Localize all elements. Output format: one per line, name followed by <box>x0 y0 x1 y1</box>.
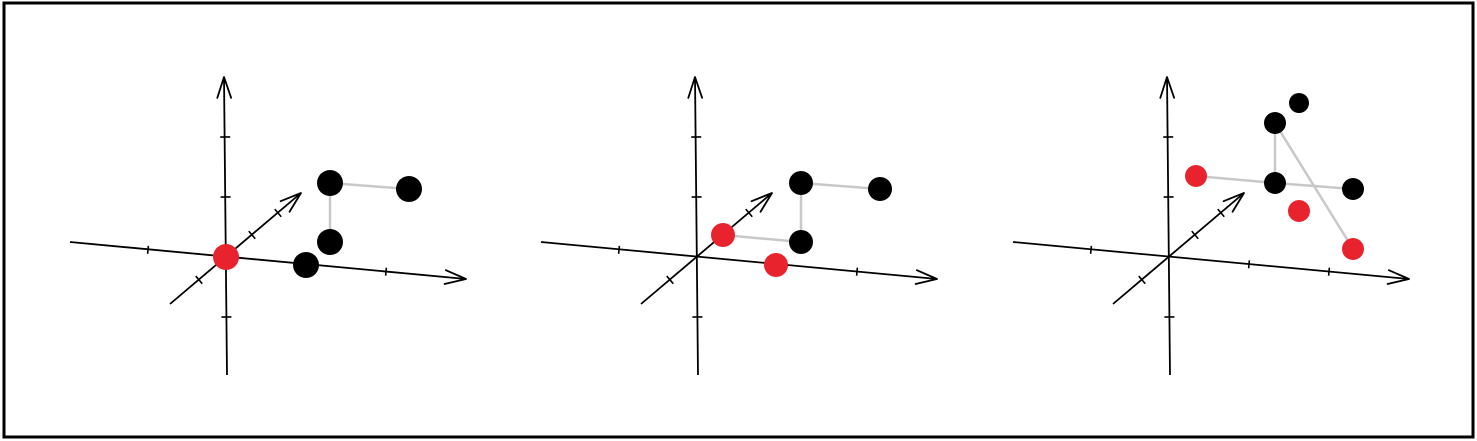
panel-2-point-p3 <box>789 230 813 254</box>
panel-2-point-p4 <box>789 171 813 195</box>
panel-1-x-tick-2 <box>384 267 388 276</box>
panel-2-y-axis-arrow <box>687 76 704 99</box>
panel-2-y-axis <box>694 76 699 376</box>
panel-3-point-p1 <box>1185 165 1207 187</box>
panel-1-point-p1 <box>213 244 239 270</box>
panel-2-z-axis <box>640 192 773 305</box>
panel-1-y-axis <box>223 76 228 376</box>
panel-3-point-p7 <box>1342 238 1364 260</box>
panel-1-x-axis-arrow <box>443 269 467 285</box>
panel-3-point-p6 <box>1288 200 1310 222</box>
panel-3-point-p3 <box>1342 178 1364 200</box>
panel-3-point-p2 <box>1264 172 1286 194</box>
panel-3-connector-0 <box>1195 174 1276 185</box>
panel-2-connector-0 <box>722 233 802 244</box>
panel-3-z-tick-0 <box>1138 275 1146 285</box>
panel-3-x-tick-2 <box>1327 267 1331 276</box>
panel-1-z-tick-0 <box>195 275 203 285</box>
panel-1-connector-0 <box>329 181 410 191</box>
panel-3-z-axis-arrow <box>1222 192 1245 213</box>
panel-2-connector-2 <box>800 181 881 191</box>
panel-3-point-p4 <box>1264 112 1286 134</box>
panel-1-z-tick-1 <box>248 230 256 240</box>
panel-1-x-tick-0 <box>146 245 150 254</box>
panel-3-z-axis <box>1112 192 1245 305</box>
panel-3 <box>1012 76 1410 376</box>
panel-2-point-p1 <box>711 223 735 247</box>
panel-2-x-tick-0 <box>617 245 621 254</box>
panel-3-x-axis-arrow <box>1386 269 1410 285</box>
panel-3-point-p5 <box>1289 93 1309 113</box>
panel-2-x-tick-2 <box>855 267 859 276</box>
panel-3-y-axis <box>1166 76 1171 376</box>
panel-3-z-tick-2 <box>1217 208 1225 218</box>
panel-2 <box>540 76 938 376</box>
panel-2-point-p5 <box>868 177 892 201</box>
panel-2-point-p2 <box>764 253 788 277</box>
panel-3-x-tick-0 <box>1089 245 1093 254</box>
panel-1-z-axis-arrow <box>279 192 302 213</box>
panel-1-z-tick-2 <box>274 208 282 218</box>
panel-2-z-tick-0 <box>666 275 674 285</box>
panel-1 <box>69 76 467 376</box>
panel-1-point-p2 <box>293 252 319 278</box>
panel-3-y-axis-arrow <box>1159 76 1176 99</box>
panel-1-x-axis <box>69 241 467 280</box>
panel-2-z-tick-2 <box>745 208 753 218</box>
panel-1-y-axis-arrow <box>216 76 233 99</box>
panels-group <box>69 76 1410 376</box>
panel-2-x-axis-arrow <box>914 269 938 285</box>
panel-3-x-tick-1 <box>1247 260 1251 269</box>
panel-3-z-tick-1 <box>1191 230 1199 240</box>
panel-3-x-axis <box>1012 241 1410 280</box>
panel-1-point-p3 <box>317 229 343 255</box>
panel-2-z-axis-arrow <box>750 192 773 213</box>
panel-3-connector-3 <box>1273 122 1355 250</box>
panel-1-point-p5 <box>396 176 422 202</box>
panel-2-x-axis <box>540 241 938 280</box>
panel-1-point-p4 <box>317 170 343 196</box>
